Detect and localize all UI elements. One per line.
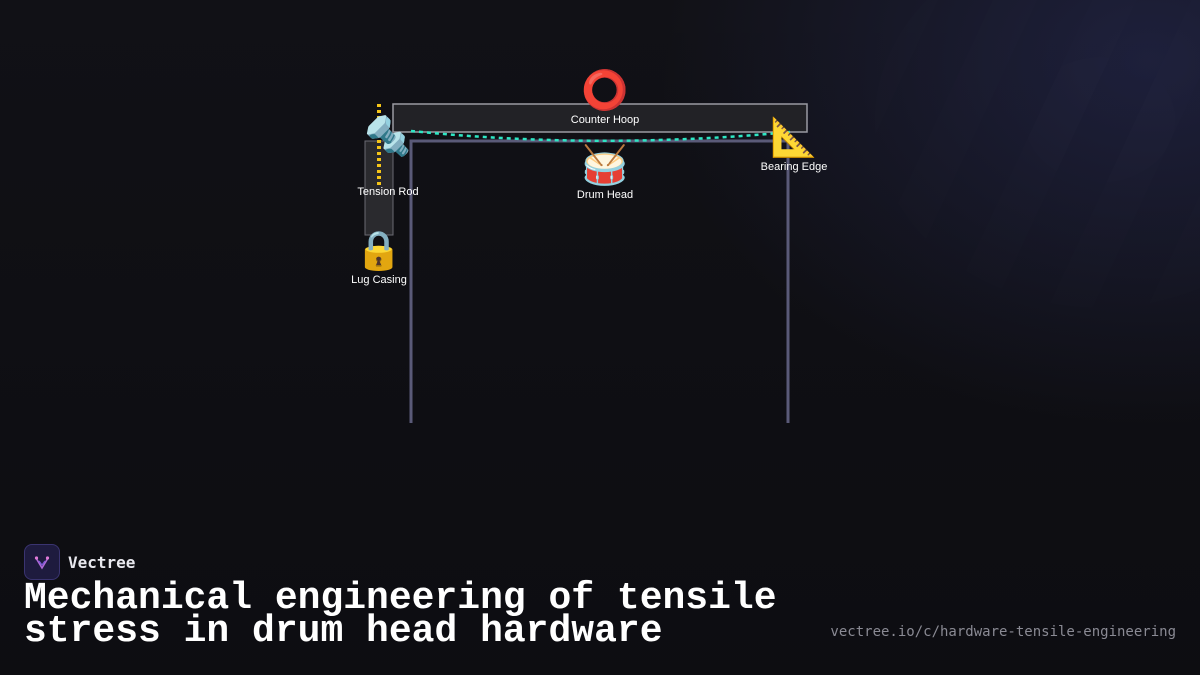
bearing-edge-label: Bearing Edge	[760, 161, 828, 173]
node-lug-casing: 🔒 Lug Casing	[351, 230, 407, 286]
drum-head-label: Drum Head	[576, 189, 634, 201]
node-bearing-edge: 📐 Bearing Edge	[761, 117, 828, 173]
bolt-nut-icon: 🔩	[364, 116, 412, 158]
counter-hoop-label: Counter Hoop	[570, 114, 640, 126]
stress-curve	[410, 129, 791, 142]
triangular-ruler-icon: 📐	[770, 117, 818, 159]
lug-casing-label: Lug Casing	[351, 274, 407, 286]
drum-icon: 🥁	[581, 145, 629, 187]
lock-icon: 🔒	[355, 230, 403, 272]
node-counter-hoop: ⭕ Counter Hoop	[571, 70, 640, 126]
page-title: Mechanical engineering of tensile stress…	[24, 577, 777, 653]
brand[interactable]: Vectree	[24, 544, 135, 580]
lug-casing-block	[364, 140, 394, 236]
tension-rod-label: Tension Rod	[357, 186, 419, 198]
drum-shell-frame	[409, 139, 790, 423]
counter-hoop-bar	[392, 103, 808, 133]
page-url[interactable]: vectree.io/c/hardware-tensile-engineerin…	[830, 624, 1176, 640]
node-tension-rod: 🔩 Tension Rod	[357, 116, 418, 198]
ring-icon: ⭕	[581, 70, 629, 112]
brand-name: Vectree	[68, 552, 136, 572]
node-drum-head: 🥁 Drum Head	[577, 145, 633, 201]
vectree-logo-icon	[24, 544, 60, 580]
